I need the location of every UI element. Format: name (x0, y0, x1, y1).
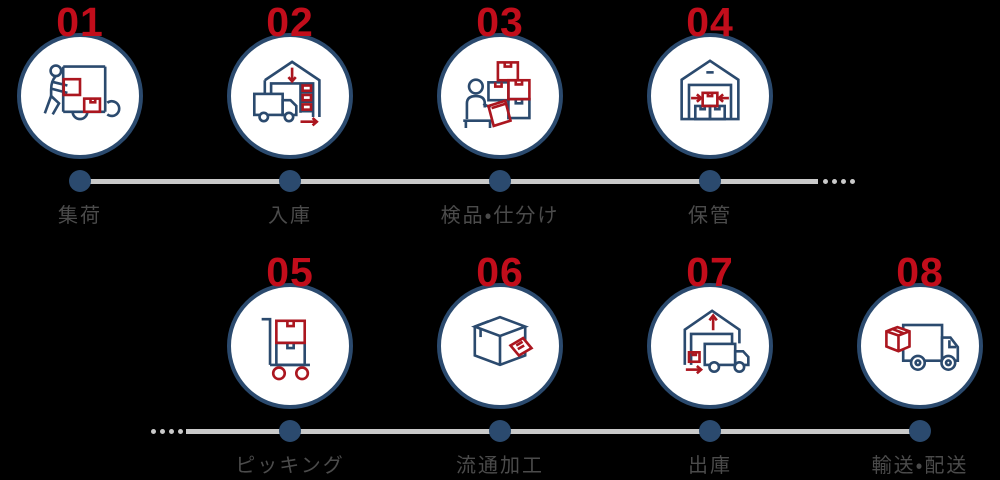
timeline-line (80, 179, 818, 184)
step-number: 06 (476, 249, 524, 295)
box-labeling-icon (471, 315, 534, 367)
process-row-1: 01 (0, 0, 855, 235)
step-yuso-haiso: 08 (815, 250, 1000, 480)
step-nyuko: 02 (185, 0, 395, 235)
timeline-dot (489, 420, 511, 442)
step-shukko: 07 (605, 250, 815, 480)
timeline-ellipsis-dot (160, 429, 165, 434)
step-label: 検品・仕分け (440, 205, 560, 227)
timeline-ellipsis-dot (169, 429, 174, 434)
process-row-2: 05 ピッキン (0, 250, 1000, 480)
step-circle (647, 33, 773, 159)
timeline-dot (279, 170, 301, 192)
timeline-dot (69, 170, 91, 192)
step-circle (227, 33, 353, 159)
step-circle (227, 283, 353, 409)
step-number: 02 (266, 0, 314, 45)
step-kenpin-shiwake: 03 (395, 0, 605, 235)
step-number: 04 (686, 0, 734, 45)
picking-cart-icon (261, 317, 310, 381)
step-label: 出庫 (688, 455, 732, 477)
step-circle (437, 283, 563, 409)
step-number: 08 (896, 249, 944, 295)
step-ryutsu-kako: 06 流通加工 (395, 250, 605, 480)
warehouse-inbound-icon (252, 60, 321, 127)
timeline-line (186, 429, 920, 434)
step-picking: 05 ピッキン (185, 250, 395, 480)
storage-warehouse-icon (680, 59, 740, 121)
delivery-truck-icon (885, 323, 960, 371)
inspection-sorting-icon (463, 61, 531, 129)
timeline-ellipsis-dot (178, 429, 183, 434)
step-shuka: 01 (0, 0, 185, 235)
timeline-ellipsis-dot (841, 179, 846, 184)
pickup-worker-icon (43, 64, 121, 121)
step-circle (437, 33, 563, 159)
step-label: 保管 (688, 205, 732, 227)
timeline-dot (489, 170, 511, 192)
timeline-ellipsis-dot (151, 429, 156, 434)
timeline-dot (699, 170, 721, 192)
step-circle (857, 283, 983, 409)
step-label: ピッキング (235, 455, 345, 477)
timeline-ellipsis-dot (823, 179, 828, 184)
timeline-dot (909, 420, 931, 442)
timeline-dot (279, 420, 301, 442)
timeline-dot (699, 420, 721, 442)
step-circle (17, 33, 143, 159)
timeline-ellipsis-dot (850, 179, 855, 184)
step-label: 輸送・配送 (871, 455, 969, 477)
step-number: 05 (266, 249, 314, 295)
step-hokan: 04 (605, 0, 815, 235)
step-label: 流通加工 (456, 455, 544, 477)
step-label: 集荷 (58, 205, 102, 227)
warehouse-outbound-icon (683, 309, 750, 375)
step-number: 03 (476, 0, 524, 45)
step-number: 07 (686, 249, 734, 295)
step-number: 01 (56, 0, 104, 45)
step-label: 入庫 (268, 205, 312, 227)
step-circle (647, 283, 773, 409)
timeline-ellipsis-dot (832, 179, 837, 184)
